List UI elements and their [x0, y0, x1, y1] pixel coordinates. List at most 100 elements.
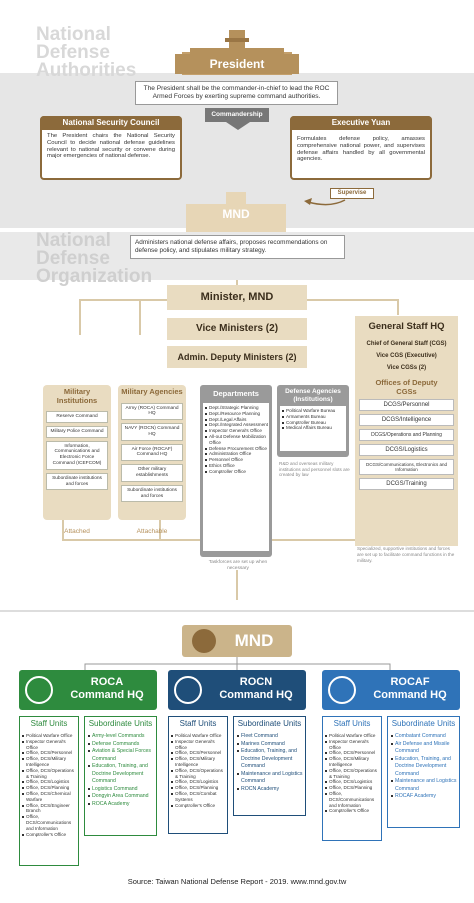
roca-staff-item: Political Warfare Office: [21, 733, 77, 739]
ghq-line-1: Chief of General Staff (CGS): [366, 341, 447, 347]
roca-subordinate-units: Subordinate Units Army-level Commands De…: [84, 716, 157, 836]
hq-connectors: [84, 657, 391, 671]
rocn-staff-item: Comptroller's Office: [170, 803, 226, 809]
roca-sub-item: ROCA Academy: [87, 801, 154, 809]
mnd-box-2: MND: [182, 625, 292, 657]
mil-inst-title: Military Institutions: [56, 387, 98, 405]
supervise-arrow-icon: [304, 198, 346, 206]
nsc-desc: The President chairs the National Securi…: [47, 133, 175, 160]
def-agen-item: Armaments Bureau: [281, 414, 345, 420]
def-agen-item: Comptroller Bureau: [281, 420, 345, 426]
roca-sub-item: Logistics Command: [87, 786, 154, 794]
vice-ministers-box: Vice Ministers (2): [167, 318, 307, 340]
rocn-sub-item: ROCN Academy: [236, 786, 303, 794]
supervise-label: Supervise: [330, 188, 374, 199]
rocn-subordinate-units: Subordinate Units Fleet Command Marines …: [233, 716, 306, 816]
mnd-building-icon: [186, 192, 286, 232]
mil-agen-item: NAVY (ROCN) Command HQ: [121, 423, 183, 441]
mil-agen-item: Army (ROCA) Command HQ: [121, 402, 183, 421]
roca-staff-item: Office, DCS/Personnel: [21, 750, 77, 756]
dept-item: Dept./Resource Planning: [204, 411, 268, 417]
roca-staff-units: Staff Units Political Warfare Office Ins…: [19, 716, 79, 866]
nsc-title: National Security Council: [40, 116, 182, 130]
rocn-staff-units: Staff Units Political Warfare Office Ins…: [168, 716, 228, 834]
departments-note: Taskforces are set up when necessary: [208, 560, 268, 571]
mnd-emblem-icon: [192, 629, 216, 653]
military-institutions-box: Military Institutions Reserve Command Mi…: [43, 385, 111, 520]
mil-inst-item: Military Police Command: [46, 425, 108, 438]
mil-inst-sub: Subordinate institutions and forces: [46, 472, 108, 491]
rocaf-sub-item: Maintenance and Logistics Command: [390, 778, 457, 793]
dcgs-logistics: DCGS/Logistics: [359, 444, 454, 456]
admin-deputy-box: Admin. Deputy Ministers (2): [167, 346, 307, 368]
rocaf-sub-title: Subordinate Units: [391, 719, 456, 728]
defense-agencies-box: Defense Agencies (Institutions) Politica…: [277, 385, 349, 457]
dept-item: Dept./Legal Affairs: [204, 417, 268, 423]
rocaf-emblem-icon: [328, 676, 356, 704]
ghq-line-2: Vice CGS (Executive): [376, 353, 437, 359]
minister-box: Minister, MND: [167, 285, 307, 310]
departments-box: Departments Dept./Strategic Planning Dep…: [200, 385, 272, 557]
roca-sub-item: Army-level Commands: [87, 733, 154, 741]
dcgs-intelligence: DCGS/Intelligence: [359, 414, 454, 426]
mnd-desc: Administers national defense affairs, pr…: [130, 235, 345, 259]
dcgs-personnel: DCGS/Personnel: [359, 399, 454, 411]
roca-staff-item: Inspector General's Office: [21, 739, 77, 751]
rocn-staff-item: Office, DCS/Operations & Training: [170, 768, 226, 780]
rocaf-staff-item: Comptroller's Office: [324, 808, 380, 814]
rocaf-sub-item: Combatant Command: [390, 733, 457, 741]
rocn-sub-title: Subordinate Units: [237, 719, 302, 728]
departments-title: Departments: [213, 389, 259, 398]
rocaf-sub-item: ROCAF Academy: [390, 793, 457, 801]
roca-staff-item: Office, DCS/Military Intelligence: [21, 756, 77, 768]
ghq-note: Specialized, supportive institutions and…: [357, 546, 455, 563]
dept-item: Comptroller Office: [204, 469, 268, 475]
mil-inst-item: Reserve Command: [46, 411, 108, 423]
rocaf-staff-item: Office, DCS/Military Intelligence: [324, 756, 380, 768]
mil-inst-item: Information, Communications and Electron…: [46, 440, 108, 470]
rocaf-staff-item: Office, DCS/Personnel: [324, 750, 380, 756]
mil-agen-sub: Subordinate institutions and forces: [121, 484, 183, 503]
def-agen-item: Medical Affairs Bureau: [281, 425, 345, 431]
rocn-emblem-icon: [174, 676, 202, 704]
rocaf-staff-units: Staff Units Political Warfare Office Ins…: [322, 716, 382, 841]
rocaf-staff-item: Office, DCS/Operations & Training: [324, 768, 380, 780]
roca-sub-item: Education, Training, and Doctrine Develo…: [87, 763, 154, 786]
rocaf-staff-item: Inspector General's Office: [324, 739, 380, 751]
general-staff-hq-box: General Staff HQ Chief of General Staff …: [355, 316, 458, 546]
rocn-staff-item: Political Warfare Office: [170, 733, 226, 739]
roca-sub-item: Aviation & Special Forces Command: [87, 748, 154, 763]
def-agen-note: R&D and overseas military institutions a…: [279, 461, 350, 478]
mil-agen-item: Other military establishments: [121, 464, 183, 482]
ghq-deputy-title: Offices of Deputy CGSs: [375, 378, 438, 396]
mil-agen-item: Air Force (ROCAF) Command HQ: [121, 443, 183, 462]
dept-item: Dept./Strategic Planning: [204, 405, 268, 411]
attached-label: Attached: [64, 528, 90, 535]
rocaf-staff-item: Office, DCS/Logistics: [324, 779, 380, 785]
rocaf-staff-item: Political Warfare Office: [324, 733, 380, 739]
rocn-sub-item: Fleet Command: [236, 733, 303, 741]
dcgs-communications: DCGS/Communications, Electronics and Inf…: [359, 459, 454, 475]
president-desc: The President shall be the commander-in-…: [135, 81, 338, 105]
dept-item: Administration Office: [204, 451, 268, 457]
military-agencies-box: Military Agencies Army (ROCA) Command HQ…: [118, 385, 186, 520]
roca-staff-item: Office, DCS/Operations & Training: [21, 768, 77, 780]
rocn-staff-item: Office, DCS/Personnel: [170, 750, 226, 756]
roca-staff-item: Office, DCS/Planning: [21, 785, 77, 791]
roca-staff-item: Office, DCS/Chemical Warfare: [21, 791, 77, 803]
ghq-line-3: Vice CGSs (2): [386, 365, 427, 371]
roca-emblem-icon: [25, 676, 53, 704]
mnd-2-title: MND: [234, 631, 274, 650]
dept-item: Inspector General's Office: [204, 428, 268, 434]
roca-sub-item: Defense Commands: [87, 741, 154, 749]
roca-staff-item: Comptroller's Office: [21, 832, 77, 838]
rocaf-sub-item: Air Defense and Missile Command: [390, 741, 457, 756]
roca-staff-item: Office, DCS/Engineer Branch: [21, 803, 77, 815]
